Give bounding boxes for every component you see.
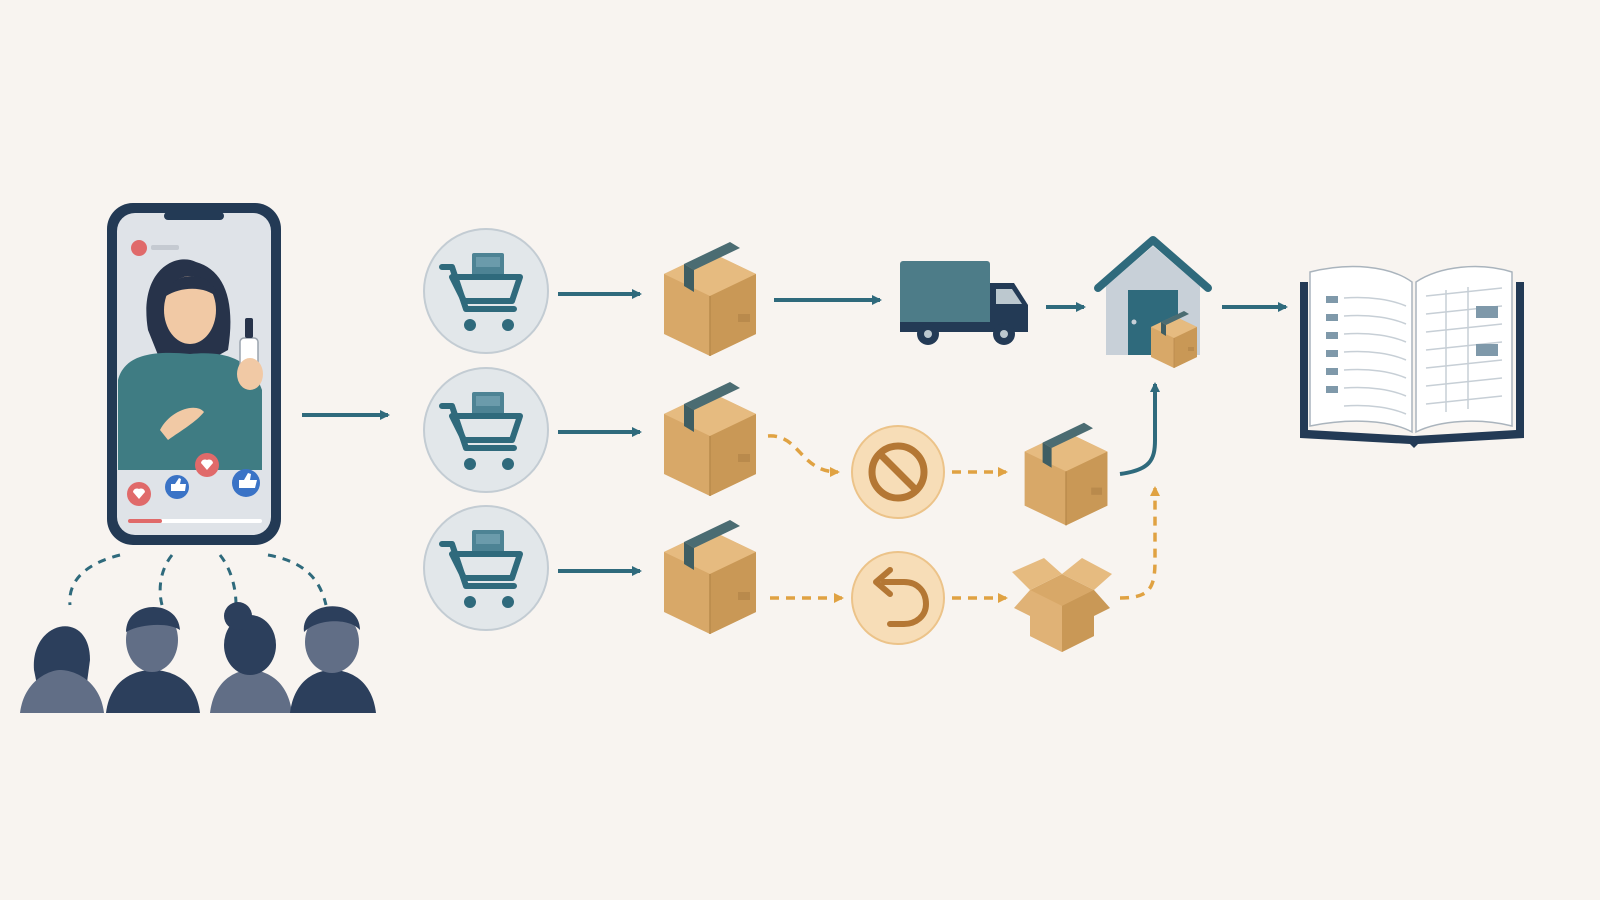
presenter-figure xyxy=(118,259,263,470)
package-box-icon xyxy=(663,241,757,357)
audience-person xyxy=(106,606,200,713)
return-arrow-icon xyxy=(851,551,945,645)
return-to-warehouse-arrow xyxy=(1119,486,1160,600)
audience-person xyxy=(210,602,292,713)
open-box-icon xyxy=(1012,558,1112,652)
cancel-prohibited-icon xyxy=(851,425,945,519)
video-progress-fill xyxy=(128,519,162,523)
package-box-icon xyxy=(663,519,757,635)
package-box-icon xyxy=(1023,422,1109,527)
shopping-cart-icon xyxy=(424,368,548,492)
audience-person xyxy=(290,606,376,713)
package-to-cancel-arrow xyxy=(767,434,840,477)
live-indicator-icon xyxy=(131,240,147,256)
warehouse-icon xyxy=(1094,236,1212,369)
cart-to-package-arrows xyxy=(558,289,642,576)
restock-to-warehouse-arrow xyxy=(1119,382,1160,476)
audience-connections xyxy=(68,553,328,606)
shopping-cart-icon xyxy=(424,506,548,630)
livestream-phone-icon xyxy=(107,203,281,545)
audience-people-icon xyxy=(20,602,376,713)
ledger-book-icon xyxy=(1300,265,1524,448)
audience-person xyxy=(20,626,104,713)
shopping-cart-icon xyxy=(424,229,548,353)
delivery-truck-icon xyxy=(900,261,1028,345)
package-box-icon xyxy=(663,381,757,497)
